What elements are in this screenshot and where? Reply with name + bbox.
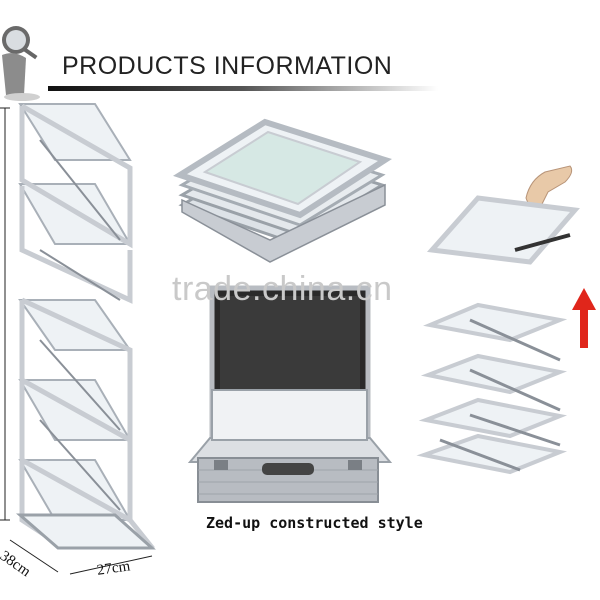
product-caption: Zed-up constructed style	[206, 514, 423, 532]
carry-case	[187, 285, 393, 503]
hand-icon	[525, 165, 573, 209]
case-handle-icon	[262, 463, 314, 475]
title-underline	[48, 86, 438, 91]
mascot-magnifier-icon	[2, 26, 40, 101]
watermark: trade.china.cn	[172, 270, 393, 308]
folded-frames-stack	[173, 118, 392, 263]
section-title: PRODUCTS INFORMATION	[62, 52, 393, 80]
expanding-stand	[416, 165, 596, 475]
up-arrow-icon	[572, 288, 596, 348]
zed-up-stand-full	[0, 103, 156, 575]
